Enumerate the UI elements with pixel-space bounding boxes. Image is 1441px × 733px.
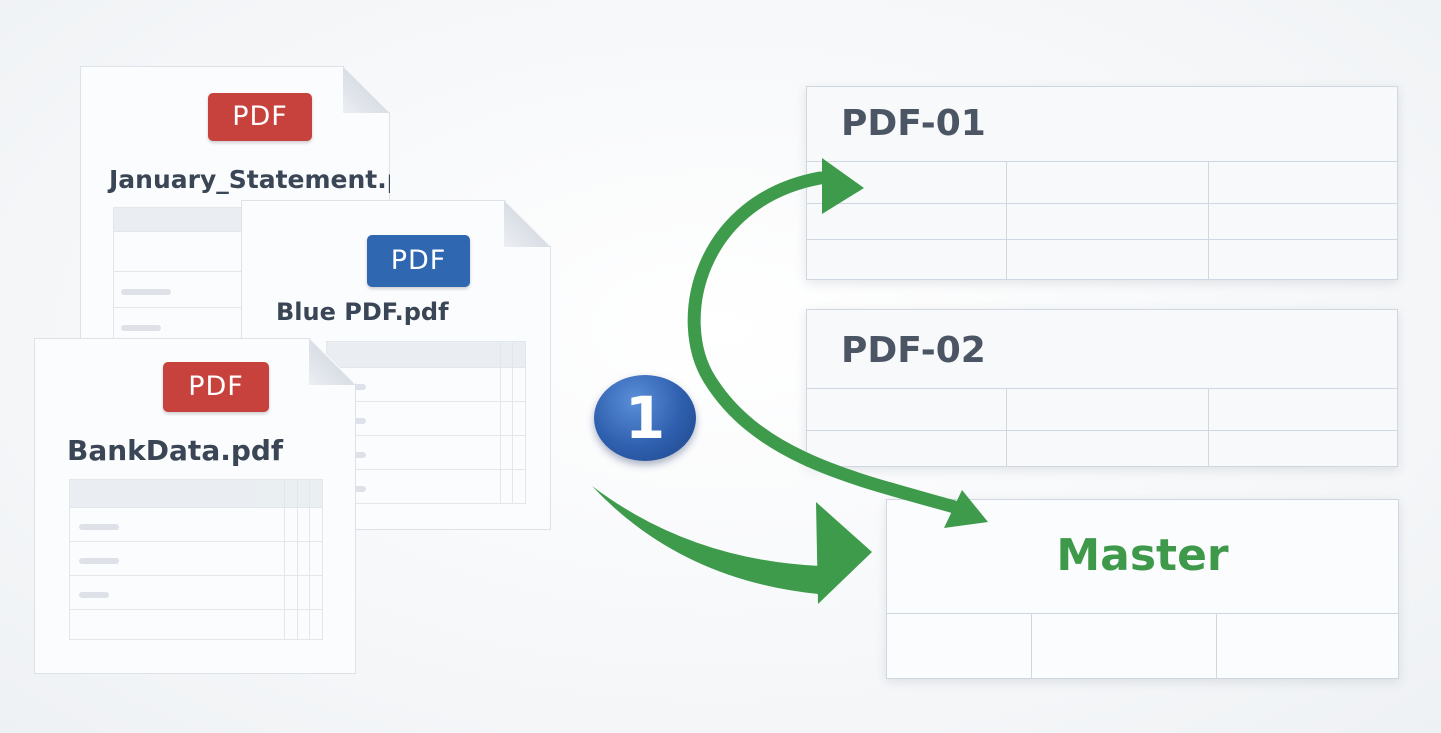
sheet-title: PDF-01 xyxy=(841,103,986,144)
sheet-master[interactable]: Master xyxy=(886,499,1399,679)
row-divider xyxy=(887,613,1398,614)
pdf-badge: PDF xyxy=(208,93,312,141)
column-divider xyxy=(1208,388,1209,466)
column-divider xyxy=(1216,613,1217,678)
step-number-badge: 1 xyxy=(594,375,696,461)
row-divider xyxy=(807,203,1397,204)
row-divider xyxy=(807,161,1397,162)
column-divider xyxy=(1031,613,1032,678)
arrow-to-master xyxy=(592,486,820,594)
source-pdf-bankdata[interactable]: PDF BankData.pdf xyxy=(34,338,356,674)
sheet-pdf-02[interactable]: PDF-02 xyxy=(806,309,1398,467)
column-divider xyxy=(1006,388,1007,466)
ghost-table xyxy=(69,479,323,640)
column-divider xyxy=(1006,161,1007,279)
arrow-head-top xyxy=(822,158,864,214)
row-divider xyxy=(807,430,1397,431)
row-divider xyxy=(807,388,1397,389)
pdf-badge: PDF xyxy=(367,235,470,287)
file-name: Blue PDF.pdf xyxy=(276,298,449,326)
arrow-curve xyxy=(687,171,965,515)
file-name: January_Statement.pdf xyxy=(109,165,434,194)
master-title: Master xyxy=(1056,530,1229,581)
column-divider xyxy=(1208,161,1209,279)
arrow-head-bottom xyxy=(944,490,988,528)
pdf-badge: PDF xyxy=(163,362,269,412)
sheet-pdf-01[interactable]: PDF-01 xyxy=(806,86,1398,280)
arrow-head-master xyxy=(816,502,872,604)
row-divider xyxy=(807,239,1397,240)
sheet-title: PDF-02 xyxy=(841,330,986,371)
file-name: BankData.pdf xyxy=(67,434,284,467)
